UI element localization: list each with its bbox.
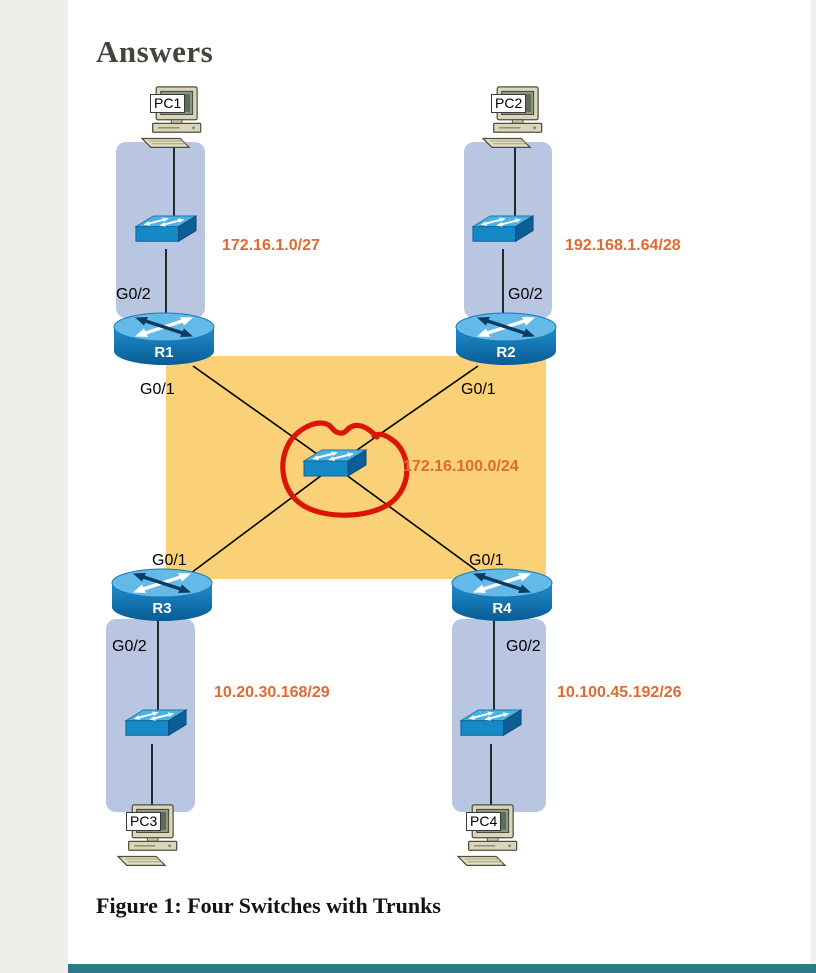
device-switch-core — [301, 446, 369, 493]
switch-icon — [301, 446, 369, 488]
switch-icon — [123, 706, 189, 747]
device-pc2: PC2 — [482, 86, 548, 150]
port-label-r2-g0-2: G0/2 — [508, 286, 543, 303]
device-router-r3: R3 — [110, 567, 214, 625]
subnet-label-top-right: 192.168.1.64/28 — [565, 237, 681, 254]
switch-icon — [133, 212, 199, 253]
r1-label: R1 — [154, 344, 174, 361]
subnet-label-top-left: 172.16.1.0/27 — [222, 237, 320, 254]
port-label-r2-g0-1: G0/1 — [461, 381, 496, 398]
subnet-label-center: 172.16.100.0/24 — [403, 458, 519, 475]
subnet-label-bottom-right: 10.100.45.192/26 — [557, 684, 682, 701]
r3-label: R3 — [152, 600, 172, 617]
port-label-r3-g0-2: G0/2 — [112, 638, 147, 655]
figure-caption: Figure 1: Four Switches with Trunks — [96, 893, 441, 918]
device-pc4: PC4 — [457, 804, 523, 868]
device-switch-top-left — [133, 212, 199, 258]
port-label-r4-g0-2: G0/2 — [506, 638, 541, 655]
device-pc1: PC1 — [141, 86, 207, 150]
switch-icon — [470, 212, 536, 253]
port-label-r1-g0-1: G0/1 — [140, 381, 175, 398]
pc1-label: PC1 — [150, 94, 186, 113]
pc2-label: PC2 — [491, 94, 527, 113]
pc3-label: PC3 — [126, 812, 162, 831]
device-router-r4: R4 — [450, 567, 554, 625]
pc4-label: PC4 — [466, 812, 502, 831]
device-switch-bottom-right — [458, 706, 524, 752]
bottom-divider-bar — [68, 964, 816, 973]
device-pc3: PC3 — [117, 804, 183, 868]
port-label-r3-g0-1: G0/1 — [152, 552, 187, 569]
r4-label: R4 — [492, 600, 512, 617]
port-label-r1-g0-2: G0/2 — [116, 286, 151, 303]
page-left-margin — [0, 0, 68, 973]
device-router-r1: R1 — [112, 311, 216, 369]
device-switch-bottom-left — [123, 706, 189, 752]
page-title: Answers — [96, 34, 214, 69]
device-router-r2: R2 — [454, 311, 558, 369]
subnet-label-bottom-left: 10.20.30.168/29 — [214, 684, 330, 701]
r2-label: R2 — [496, 344, 516, 361]
switch-icon — [458, 706, 524, 747]
port-label-r4-g0-1: G0/1 — [469, 552, 504, 569]
device-switch-top-right — [470, 212, 536, 258]
page-right-margin — [811, 0, 816, 973]
